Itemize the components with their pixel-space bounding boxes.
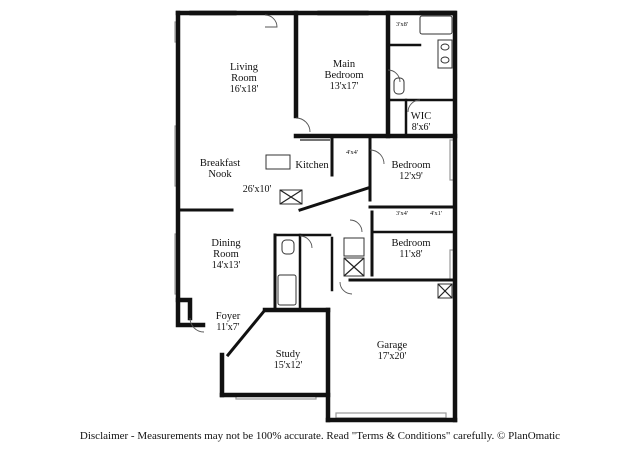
foyer-dim: 11'x7' xyxy=(216,322,239,333)
kitchen-name: Kitchen xyxy=(295,160,329,171)
walls xyxy=(175,10,458,423)
wic-dim: 8'x6' xyxy=(412,122,431,133)
dining-room-name-2: Room xyxy=(213,249,239,260)
great-room-dim: 26'x10' xyxy=(243,184,272,195)
bedroom-3-dim: 11'x8' xyxy=(399,249,422,260)
living-room-dim: 16'x18' xyxy=(230,84,259,95)
door-swings xyxy=(189,14,421,333)
garage-dim: 17'x20' xyxy=(378,351,407,362)
fixtures xyxy=(265,15,453,306)
wic-name: WIC xyxy=(411,111,431,122)
main-bedroom-name-2: Bedroom xyxy=(324,70,363,81)
study-name: Study xyxy=(276,349,301,360)
foyer-name: Foyer xyxy=(216,311,241,322)
closet-4x1-dim: 4'x1' xyxy=(430,210,442,217)
closet-3x4-dim: 3'x4' xyxy=(396,210,408,217)
washer xyxy=(343,237,365,257)
breakfast-nook-name-2: Nook xyxy=(208,169,232,180)
toilet-main xyxy=(393,77,405,95)
living-room-name-2: Room xyxy=(231,73,257,84)
dining-room-dim: 14'x13' xyxy=(212,260,241,271)
tub-hall xyxy=(277,274,297,306)
main-bedroom-dim: 13'x17' xyxy=(330,81,359,92)
study-dim: 15'x12' xyxy=(274,360,303,371)
disclaimer-text: Disclaimer - Measurements may not be 100… xyxy=(79,430,561,442)
tub-main xyxy=(419,15,453,35)
bedroom-2-name: Bedroom xyxy=(391,160,430,171)
pantry-dim: 4'x4' xyxy=(346,149,358,156)
breakfast-nook-name-1: Breakfast xyxy=(200,158,240,169)
dining-room-name-1: Dining xyxy=(211,238,241,249)
toilet-hall xyxy=(281,239,295,255)
living-room-name-1: Living xyxy=(230,62,259,73)
windows xyxy=(174,10,457,419)
garage-name: Garage xyxy=(377,340,408,351)
closet-3x8-dim: 3'x8' xyxy=(396,21,408,28)
room-labels: Living Room 16'x18' Main Bedroom 13'x17'… xyxy=(200,21,442,371)
main-bedroom-name-1: Main xyxy=(333,59,356,70)
bedroom-3-name: Bedroom xyxy=(391,238,430,249)
bedroom-2-dim: 12'x9' xyxy=(399,171,423,182)
sink xyxy=(265,154,291,170)
